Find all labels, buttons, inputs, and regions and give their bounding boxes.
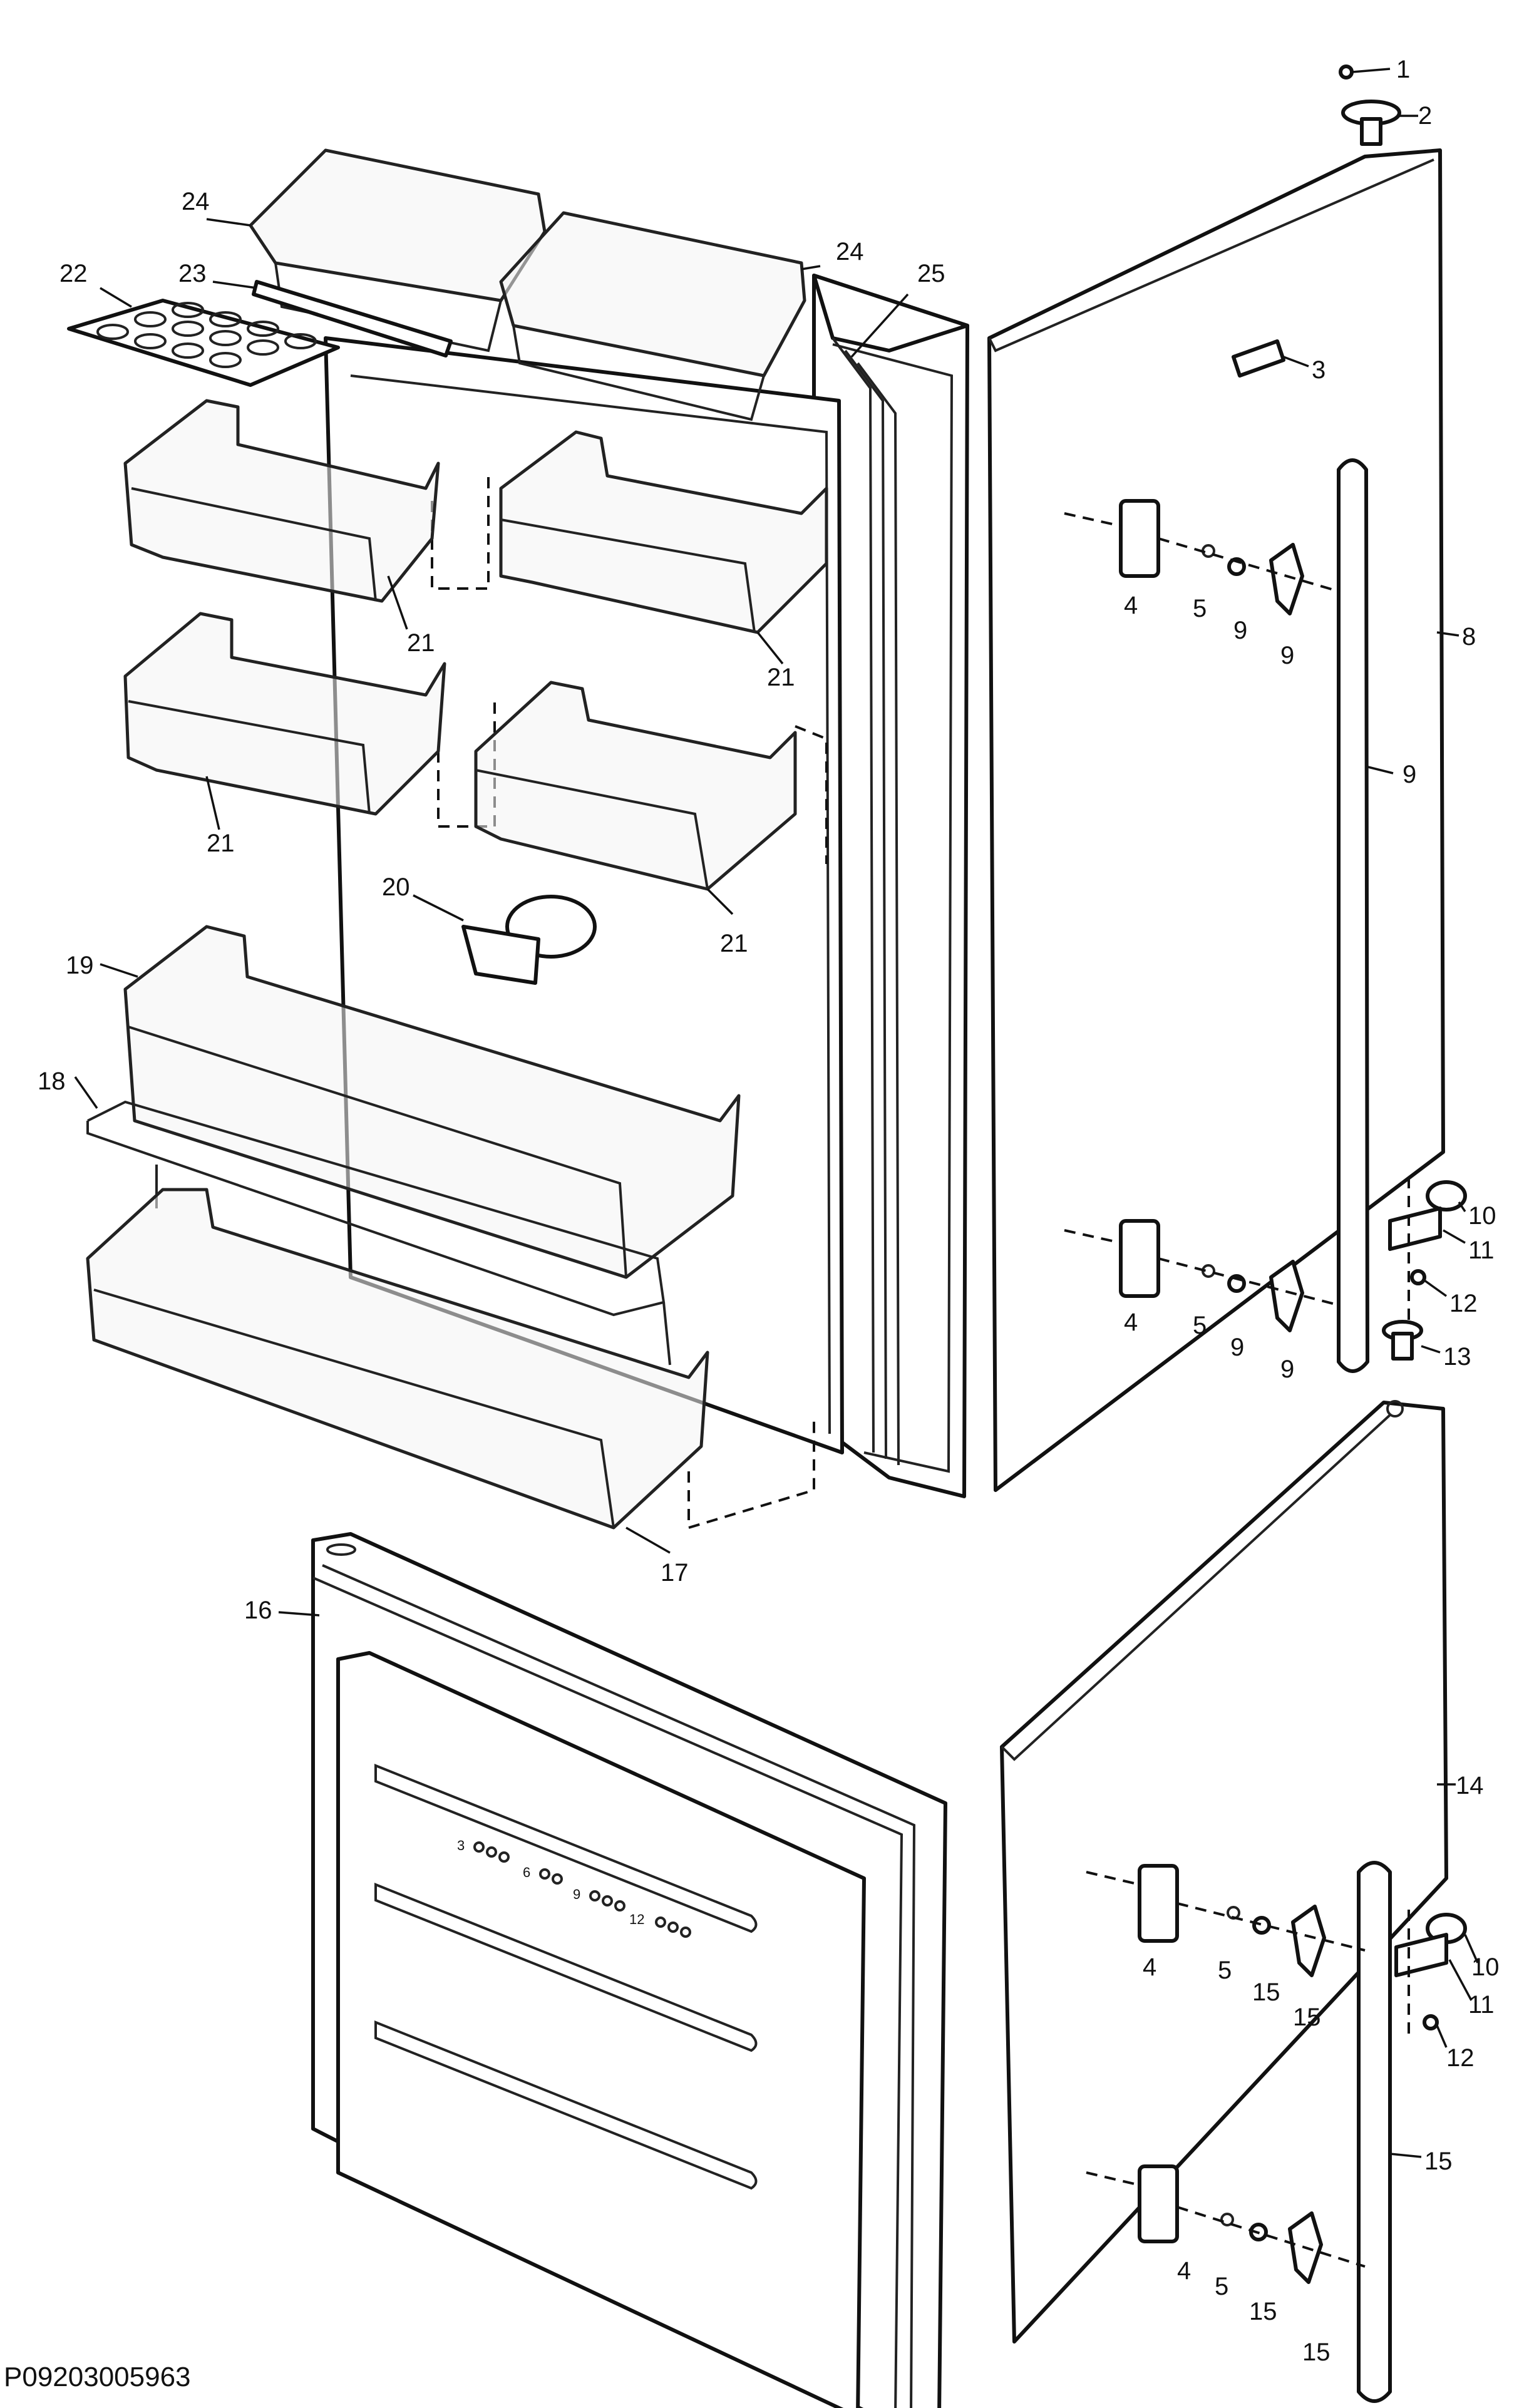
top-hinge-pin [1341,100,1401,146]
callout-4: 4 [1143,1953,1156,1981]
dairy-lid-right [499,211,806,421]
callout-9: 9 [1280,642,1294,669]
callout-5: 5 [1193,1312,1207,1339]
callout-4: 4 [1177,2257,1191,2285]
door-shelf-middle-left [123,612,446,816]
freezer-handle [1357,1861,1392,2403]
callout-21: 21 [407,629,435,657]
dairy-lid-left [249,148,547,352]
callout-2: 2 [1418,102,1432,130]
leader-lines [74,68,1479,2158]
callout-13: 13 [1443,1343,1471,1371]
callout-15: 15 [1302,2339,1331,2366]
dial-mark-3: 3 [457,1838,465,1853]
temperature-dial-marks: 3 6 9 12 [457,1838,691,1938]
door-shelf-middle-right [474,681,797,891]
freezer-door-liner [311,1532,947,2408]
callout-4: 4 [1124,592,1138,619]
freezer-bracket-upper [1086,1864,1366,1977]
middle-hinge-assembly [1382,1177,1467,1361]
handle-bracket-lower [1064,1219,1341,1332]
callout-15: 15 [1293,2004,1321,2031]
callout-5: 5 [1215,2273,1228,2300]
callout-8: 8 [1462,623,1476,651]
callout-labels: 1 2 3 4 5 9 9 8 9 10 11 12 13 4 5 9 9 14… [38,56,1500,2366]
callout-9: 9 [1233,617,1247,644]
door-shelf-upper-right [499,430,828,634]
callout-9: 9 [1230,1334,1244,1361]
fridge-outer-door [987,148,1445,1492]
callout-24: 24 [836,238,864,265]
door-shelf-large [123,925,741,1279]
door-shelf-bottom [86,1188,709,1530]
bottom-hinge-assembly [1394,1910,1467,2041]
dial-mark-12: 12 [629,1911,644,1927]
bottle-holder [461,895,597,985]
callout-21: 21 [207,830,235,857]
callout-5: 5 [1218,1957,1232,1984]
callout-23: 23 [178,260,207,287]
callout-5: 5 [1193,595,1207,622]
dial-mark-6: 6 [523,1865,530,1880]
callout-1: 1 [1396,56,1410,83]
callout-15: 15 [1424,2148,1453,2175]
fridge-handle [1337,458,1369,1373]
callout-25: 25 [917,260,945,287]
door-gasket-fridge [832,343,954,1473]
callout-9: 9 [1403,761,1416,788]
callout-10: 10 [1468,1202,1496,1230]
callout-21: 21 [767,664,795,691]
callout-10: 10 [1471,1953,1500,1981]
callout-15: 15 [1252,1978,1280,2006]
callout-24: 24 [182,188,210,215]
dial-mark-9: 9 [573,1886,580,1902]
callout-20: 20 [382,873,410,901]
freezer-bracket-lower [1086,2164,1366,2284]
callout-11: 11 [1468,1237,1495,1264]
callout-21: 21 [720,930,748,957]
callout-17: 17 [661,1559,689,1587]
door-shelf-upper-left [123,399,440,603]
callout-11: 11 [1468,1991,1495,2019]
callout-22: 22 [59,260,88,287]
callout-16: 16 [244,1597,272,1624]
callout-12: 12 [1449,1290,1478,1317]
handle-bracket-upper [1064,499,1341,615]
callout-14: 14 [1456,1772,1484,1799]
top-hinge-screw [1339,64,1354,80]
freezer-outer-door [1000,1400,1448,2344]
callout-19: 19 [66,952,94,979]
dairy-rail [252,280,453,358]
callout-3: 3 [1312,356,1325,384]
callout-15: 15 [1249,2298,1277,2325]
egg-tray [67,299,340,387]
callout-18: 18 [38,1068,66,1095]
diagram-code: P09203005963 [4,2362,191,2392]
callout-12: 12 [1446,2044,1475,2072]
callout-4: 4 [1124,1309,1138,1336]
callout-9: 9 [1280,1356,1294,1383]
